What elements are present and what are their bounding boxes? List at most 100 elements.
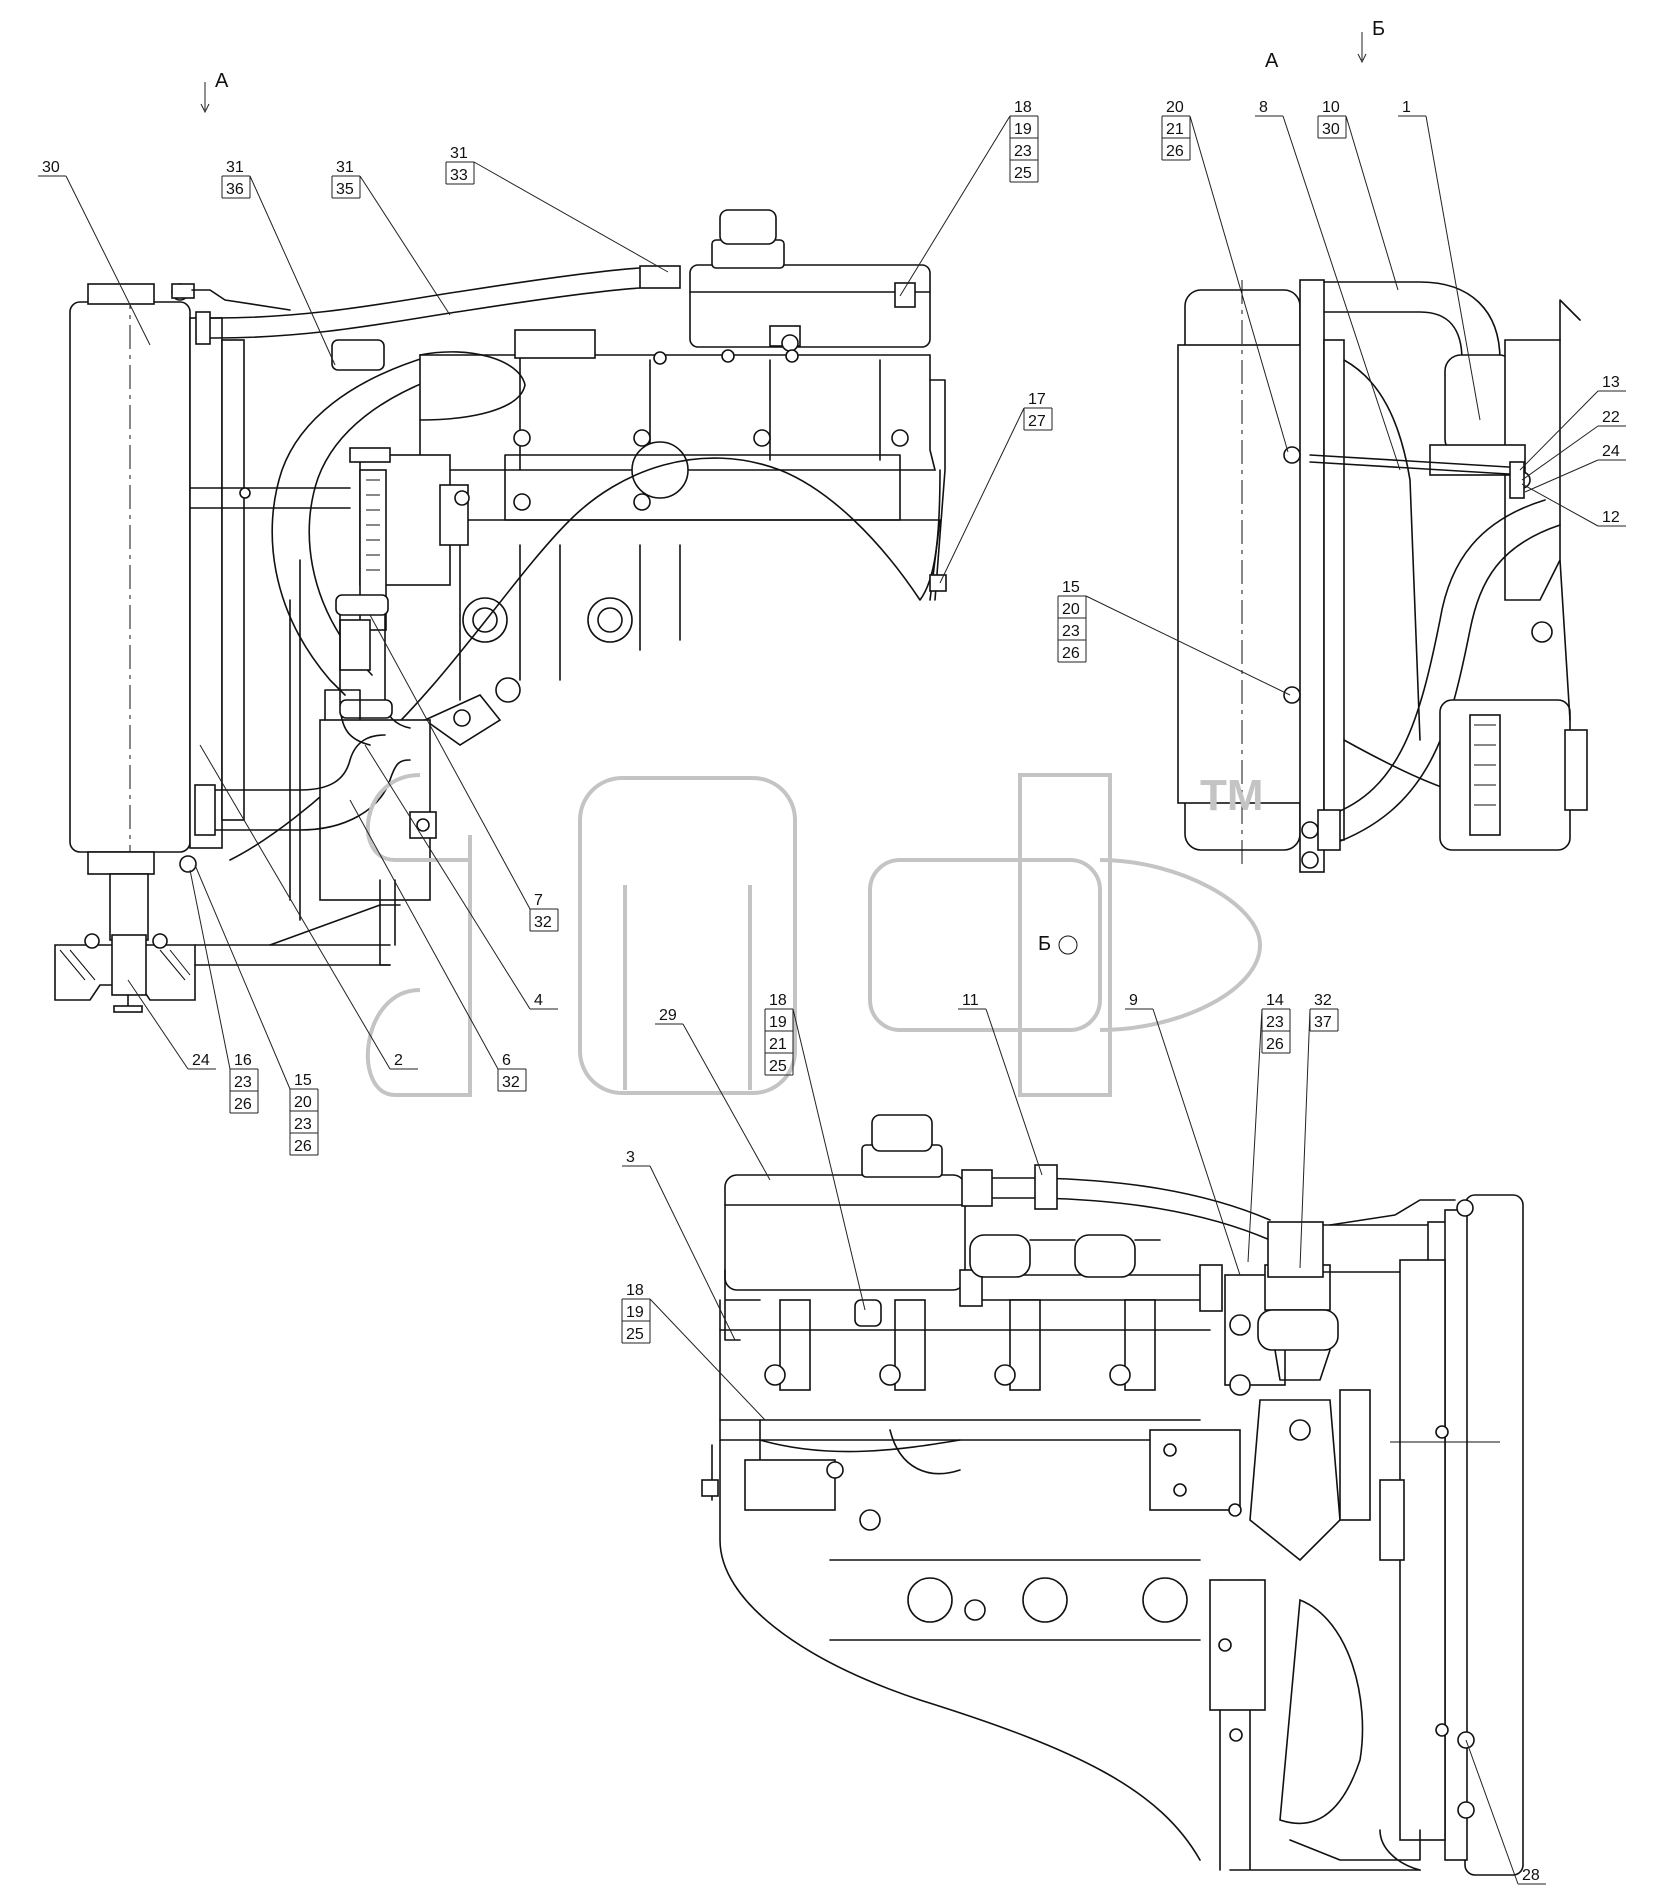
callout-label: 20 [294, 1094, 312, 1111]
callout-c11: 11 [958, 992, 1043, 1176]
callout-label: 26 [234, 1096, 252, 1113]
callout-c8: 8 [1255, 99, 1401, 471]
callout-label: 25 [1014, 165, 1032, 182]
callout-label: 35 [336, 181, 354, 198]
callout-c7: 732 [369, 614, 559, 932]
leader-line [199, 744, 391, 1070]
callout-label: 16 [234, 1052, 252, 1069]
callout-label: 31 [450, 145, 468, 162]
callout-c24_left: 24 [127, 979, 216, 1070]
view-label-b-center: Б [1038, 933, 1051, 955]
callout-label: 26 [1166, 143, 1184, 160]
callout-label: 26 [1062, 645, 1080, 662]
callout-label: 19 [1014, 121, 1032, 138]
leader-line [127, 979, 189, 1070]
upper-hose-bend [1323, 281, 1501, 451]
leader-line [1299, 1008, 1311, 1269]
leader-line [65, 175, 151, 346]
leader-line [349, 799, 499, 1070]
leader-line [369, 614, 531, 910]
leader-line [1085, 595, 1291, 696]
leader-line [1247, 1008, 1263, 1263]
callout-label: 18 [626, 1282, 644, 1299]
leader-line [1519, 390, 1599, 471]
callout-label: 31 [226, 159, 244, 176]
callout-c22: 22 [1521, 409, 1626, 481]
callout-label: 36 [226, 181, 244, 198]
callout-c18_top: 18 19 23 25 [899, 99, 1039, 297]
callout-c9: 9 [1125, 992, 1241, 1276]
engine-block-cutaway [459, 519, 941, 701]
callout-c24_right: 24 [1524, 443, 1626, 493]
bypass-hose [271, 355, 431, 696]
callout-label: 10 [1322, 99, 1340, 116]
callout-c12: 12 [1521, 483, 1626, 527]
watermark: TM [365, 771, 1264, 1097]
leader-line [682, 1023, 771, 1181]
callout-label: 6 [502, 1052, 511, 1069]
callout-label: 19 [626, 1304, 644, 1321]
leader-line [1465, 1739, 1519, 1885]
valve-cover [419, 354, 937, 471]
expansion-tank [689, 264, 931, 348]
callout-c29: 29 [655, 1007, 771, 1181]
leader-line [1521, 483, 1599, 527]
leader-line [985, 1008, 1043, 1176]
callout-label: 19 [769, 1014, 787, 1031]
leader-line [1425, 115, 1481, 421]
callout-label: 31 [336, 159, 354, 176]
callout-c13: 13 [1519, 374, 1626, 471]
callout-label: 11 [962, 992, 979, 1009]
callout-label: 25 [626, 1326, 644, 1343]
callout-label: 27 [1028, 413, 1046, 430]
view-label-b-top: Б [1372, 18, 1385, 40]
callout-c1: 1 [1398, 99, 1481, 421]
callout-label: 32 [502, 1074, 520, 1091]
leader-line [792, 1008, 866, 1311]
hose-11 [964, 1177, 1271, 1221]
leader-line [649, 1298, 766, 1421]
callout-label: 17 [1028, 391, 1046, 408]
callout-label: 26 [1266, 1036, 1284, 1053]
leader-line [649, 1165, 736, 1341]
callout-c18_low: 18 19 25 [621, 1282, 766, 1421]
leader-line [1282, 115, 1401, 471]
callout-c30: 30 [38, 159, 151, 346]
callout-label: 22 [1602, 409, 1620, 426]
callout-label: 23 [1014, 143, 1032, 160]
callout-label: 7 [534, 892, 543, 909]
radiator-frame [189, 317, 223, 849]
bottom-engine-view [701, 1114, 1524, 1876]
callout-label: 23 [234, 1074, 252, 1091]
bottom-radiator [1464, 1194, 1524, 1876]
view-a-left-engine [54, 209, 947, 1013]
callout-label: 29 [659, 1007, 677, 1024]
leader-line [364, 744, 531, 1010]
view-b-side-engine [1177, 279, 1588, 873]
leader-line [1524, 459, 1599, 493]
leader-line [194, 864, 291, 1090]
callout-label: 24 [1602, 443, 1620, 460]
leader-line [189, 869, 231, 1070]
callout-label: 4 [534, 992, 543, 1009]
leader-line [1345, 115, 1399, 291]
callout-c6: 632 [349, 799, 527, 1092]
view-label-a-right: А [1265, 50, 1279, 72]
callout-label: 14 [1266, 992, 1284, 1009]
callout-label: 15 [1062, 579, 1080, 596]
callout-label: 8 [1259, 99, 1268, 116]
leader-line [359, 175, 451, 316]
callout-label: 18 [769, 992, 787, 1009]
lower-hose [197, 734, 386, 791]
callout-c2: 2 [199, 744, 418, 1070]
callout-label: 33 [450, 167, 468, 184]
callout-label: 18 [1014, 99, 1032, 116]
callout-label: 32 [534, 914, 552, 931]
